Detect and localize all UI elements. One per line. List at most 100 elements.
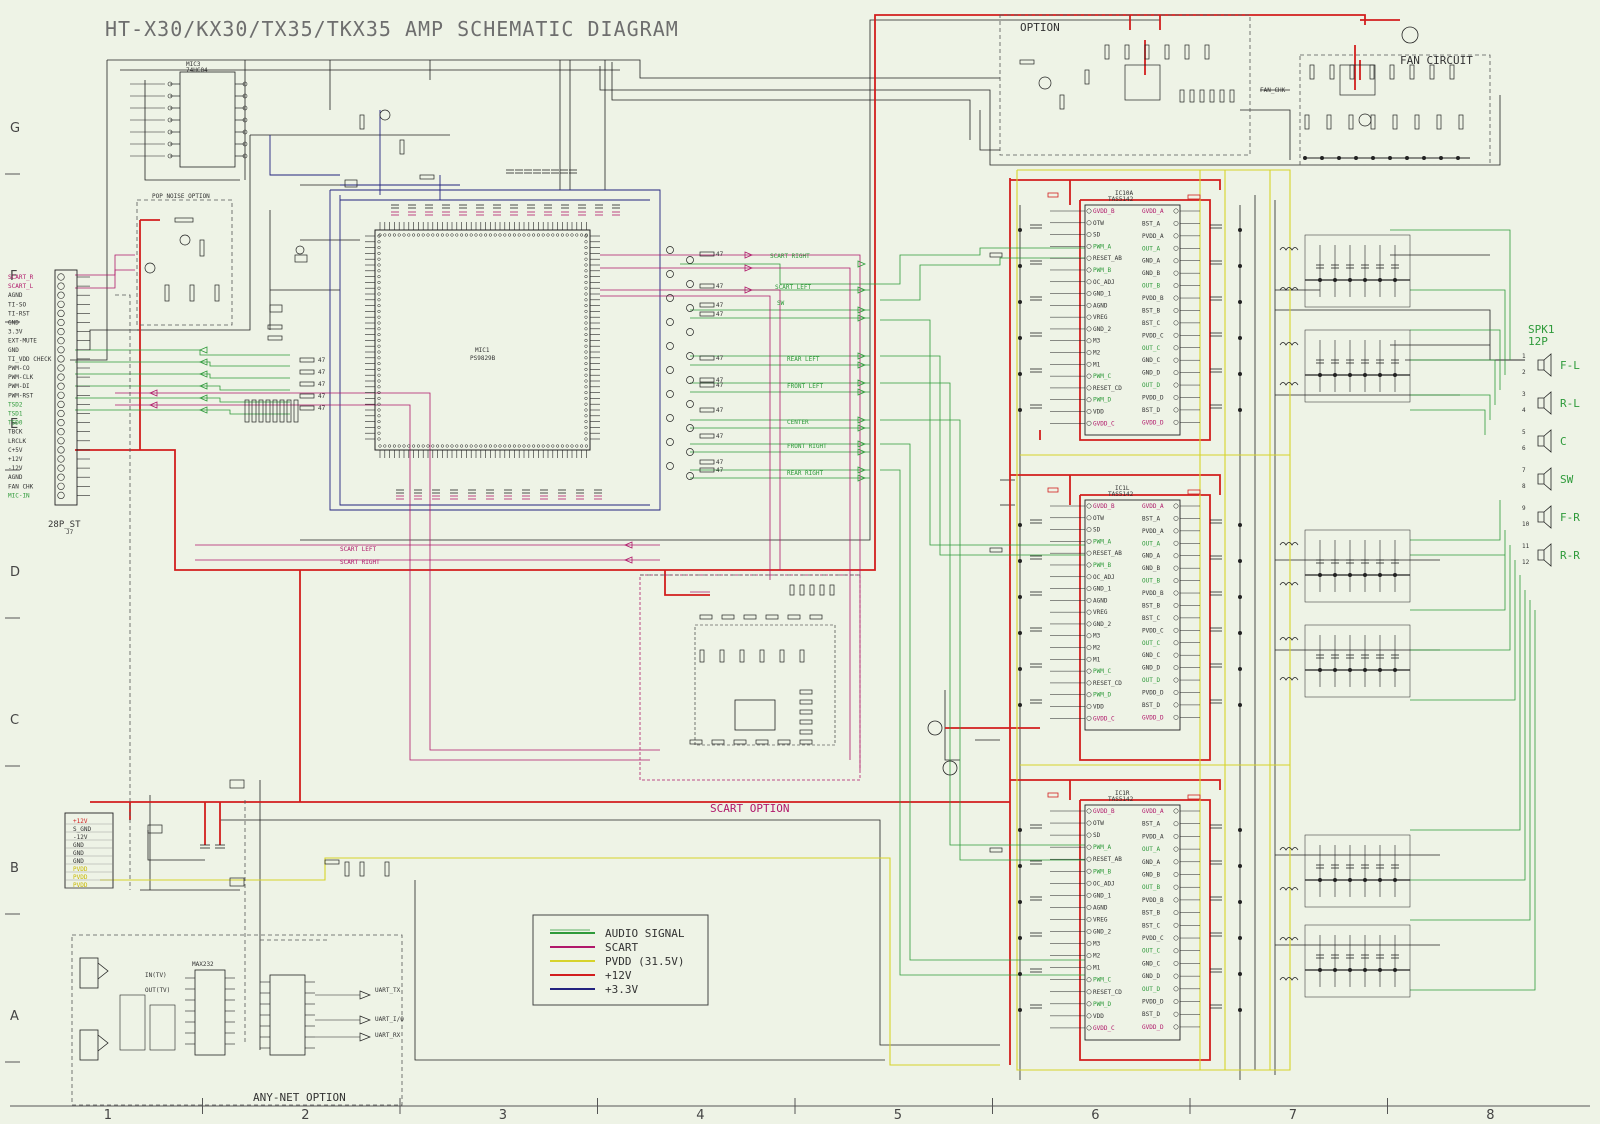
arrow-right-icon [744,251,754,259]
resistor-symbol [419,174,435,180]
inductor-symbol [1279,637,1299,641]
label-scart-left-top: SCART LEFT [775,284,812,291]
resistor-symbol [1429,64,1435,80]
arrow-right-icon [857,306,867,314]
amp-pin-right-label: OUT_D [1142,382,1160,389]
transistor-symbol [666,414,674,422]
j7-pin [57,373,65,381]
amp-pin-right-label: GVDD_D [1142,419,1164,426]
mic3-pin [167,153,173,159]
j7-pin-label: PWM-CO [8,365,30,372]
j7-pin-label: TBCK [8,429,23,436]
amp-pin-right-label: BST_C [1142,320,1160,327]
grid-row-A: A [10,1009,19,1024]
resistor-symbol [1414,114,1420,130]
fan-circuit-title: FAN CIRCUIT [1400,54,1473,67]
j7-pin [57,273,65,281]
speaker-output-label: R-R [1560,549,1580,562]
amp-pin-right-label: GND_D [1142,370,1160,377]
scart-option-title: SCART OPTION [710,802,789,815]
amp-ic-body [1084,499,1181,731]
resistor-symbol [272,399,278,423]
amp-pin-left-label: PWM_B [1093,267,1111,274]
amp-pin-right-label: BST_C [1142,615,1160,622]
label-scart-right-bottom: SCART RIGHT [340,559,380,566]
resistor-symbol [1124,44,1130,60]
arrow-right-icon [857,379,867,387]
amp-pin-left-label: GND_1 [1093,892,1111,899]
grid-row-B: B [10,861,19,876]
resistor-symbol [1369,64,1375,80]
speaker-output-label: R-L [1560,397,1580,410]
resistor-symbol [721,614,735,620]
resistor-symbol [293,399,299,423]
transistor-symbol [666,390,674,398]
j7-pin [57,437,65,445]
resistor-symbol [1304,114,1310,130]
amp-ic-ref: IC1L [1115,485,1130,492]
resistor-symbol [789,584,795,596]
amp-pin-left-label: PWM_B [1093,562,1111,569]
amp-pin-left-label: VREG [1093,314,1108,321]
transistor-symbol [686,256,694,264]
transistor-symbol [686,304,694,312]
arrow-right-icon [744,264,754,272]
resistor-symbol [699,311,715,317]
arrow-left-icon [198,394,208,402]
transistor-symbol [666,366,674,374]
amp-pin-right-label: OUT_D [1142,677,1160,684]
svg-text:3: 3 [1522,391,1526,398]
resistor-symbol [1059,94,1065,110]
j7-pin-label: SCART_R [8,274,34,281]
j7-pin [57,300,65,308]
amp-pin-right-label: GND_C [1142,652,1160,659]
power-pin-label: GND [73,850,84,857]
j7-pin-label: SCART_L [8,283,34,290]
inductor-symbol [1279,847,1299,851]
amp-pin-left-label: OTW [1093,220,1104,227]
j7-pin [57,318,65,327]
resistor-symbol [799,649,805,663]
power-pin-label: PVDD [73,866,88,873]
grid-row-G: G [10,121,20,136]
resistor-symbol [787,614,801,620]
arrow-right-icon [857,424,867,432]
diagram-title: HT-X30/KX30/TX35/TKX35 AMP SCHEMATIC DIA… [105,17,679,41]
amp-ic-body [1084,804,1181,1041]
j7-pin [57,419,65,427]
resistor-symbol [799,739,813,745]
resistor-symbol [1409,64,1415,80]
resistor-symbol [699,355,715,361]
amp-pin-left-label: GND_1 [1093,291,1111,298]
resistor-symbol [244,399,250,423]
amp-pin-left-label: M3 [1093,941,1101,948]
arrow-left-icon [148,389,158,397]
arrow-right-icon [857,388,867,396]
transistor-symbol [1038,76,1052,90]
transistor-symbol [686,352,694,360]
resistor-symbol [989,252,1003,258]
inductor-symbol [1279,582,1299,586]
j7-pin [57,346,65,354]
j7-pin [57,464,65,472]
resistor-symbol [799,719,813,725]
resistor-symbol [989,547,1003,553]
transistor-symbol [942,760,958,776]
mic3-pin [242,141,248,147]
j7-pin [57,455,65,463]
grid-col-2: 2 [301,1108,309,1123]
svg-text:1: 1 [1522,353,1526,360]
resistor-symbol [299,369,315,375]
j7-pin-label: PWM-CLK [8,374,34,381]
amp-pin-left-label: PWM_A [1093,538,1111,545]
resistor-symbol [809,614,823,620]
amp-pin-left-label: M1 [1093,656,1101,663]
amp-pin-right-label: GVDD_D [1142,714,1164,721]
amp-pin-right-label: PVDD_A [1142,233,1164,240]
amp-pin-right-label: GND_C [1142,357,1160,364]
jack-icon [79,1029,99,1061]
resistor-symbol [189,284,195,302]
amp-pin-left-label: RESET_AB [1093,255,1122,262]
svg-text:47: 47 [716,283,724,290]
